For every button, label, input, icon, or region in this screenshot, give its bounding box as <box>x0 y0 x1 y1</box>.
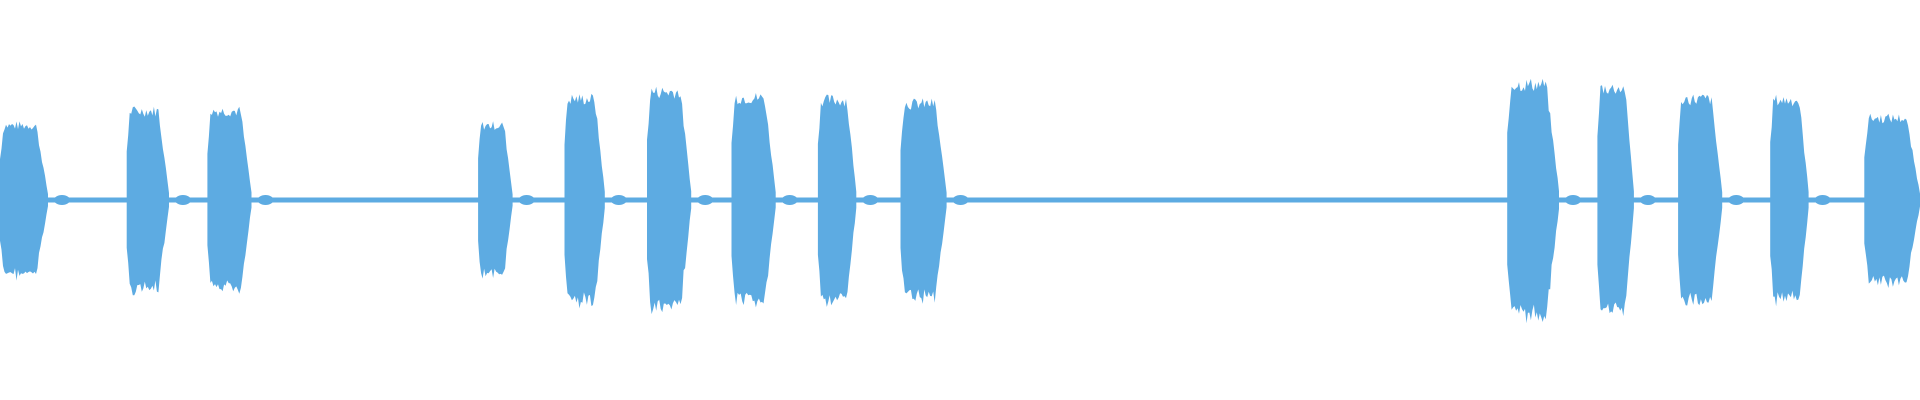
waveform-burst-14 <box>1864 113 1920 288</box>
waveform-tail-8 <box>862 195 879 205</box>
waveform-burst-5 <box>564 93 605 309</box>
waveform-burst-12 <box>1678 94 1723 306</box>
waveform-burst-7 <box>731 93 776 308</box>
waveform-burst-6 <box>647 86 692 315</box>
waveform-burst-1 <box>0 121 48 281</box>
waveform-tail-2 <box>174 195 191 205</box>
waveform-tail-14 <box>1908 195 1920 205</box>
waveform-tail-5 <box>610 195 627 205</box>
waveform-burst-3 <box>207 106 252 294</box>
waveform-tail-3 <box>257 195 274 205</box>
waveform-tail-11 <box>1639 195 1656 205</box>
waveform-burst-2 <box>126 106 169 296</box>
waveform-burst-9 <box>900 98 947 304</box>
waveform-tail-1 <box>54 195 70 205</box>
waveform-tail-4 <box>518 195 535 205</box>
waveform-tail-10 <box>1565 195 1582 205</box>
waveform-burst-11 <box>1597 84 1634 317</box>
waveform-tail-12 <box>1728 195 1745 205</box>
waveform-burst-8 <box>817 94 857 307</box>
waveform-burst-4 <box>478 121 513 279</box>
waveform-tail-6 <box>697 195 714 205</box>
waveform-tail-13 <box>1814 195 1831 205</box>
waveform-tail-7 <box>781 195 798 205</box>
waveform-bursts <box>0 78 1920 324</box>
waveform-burst-10 <box>1507 78 1559 324</box>
waveform-tail-9 <box>952 195 969 205</box>
waveform-burst-13 <box>1770 94 1809 307</box>
